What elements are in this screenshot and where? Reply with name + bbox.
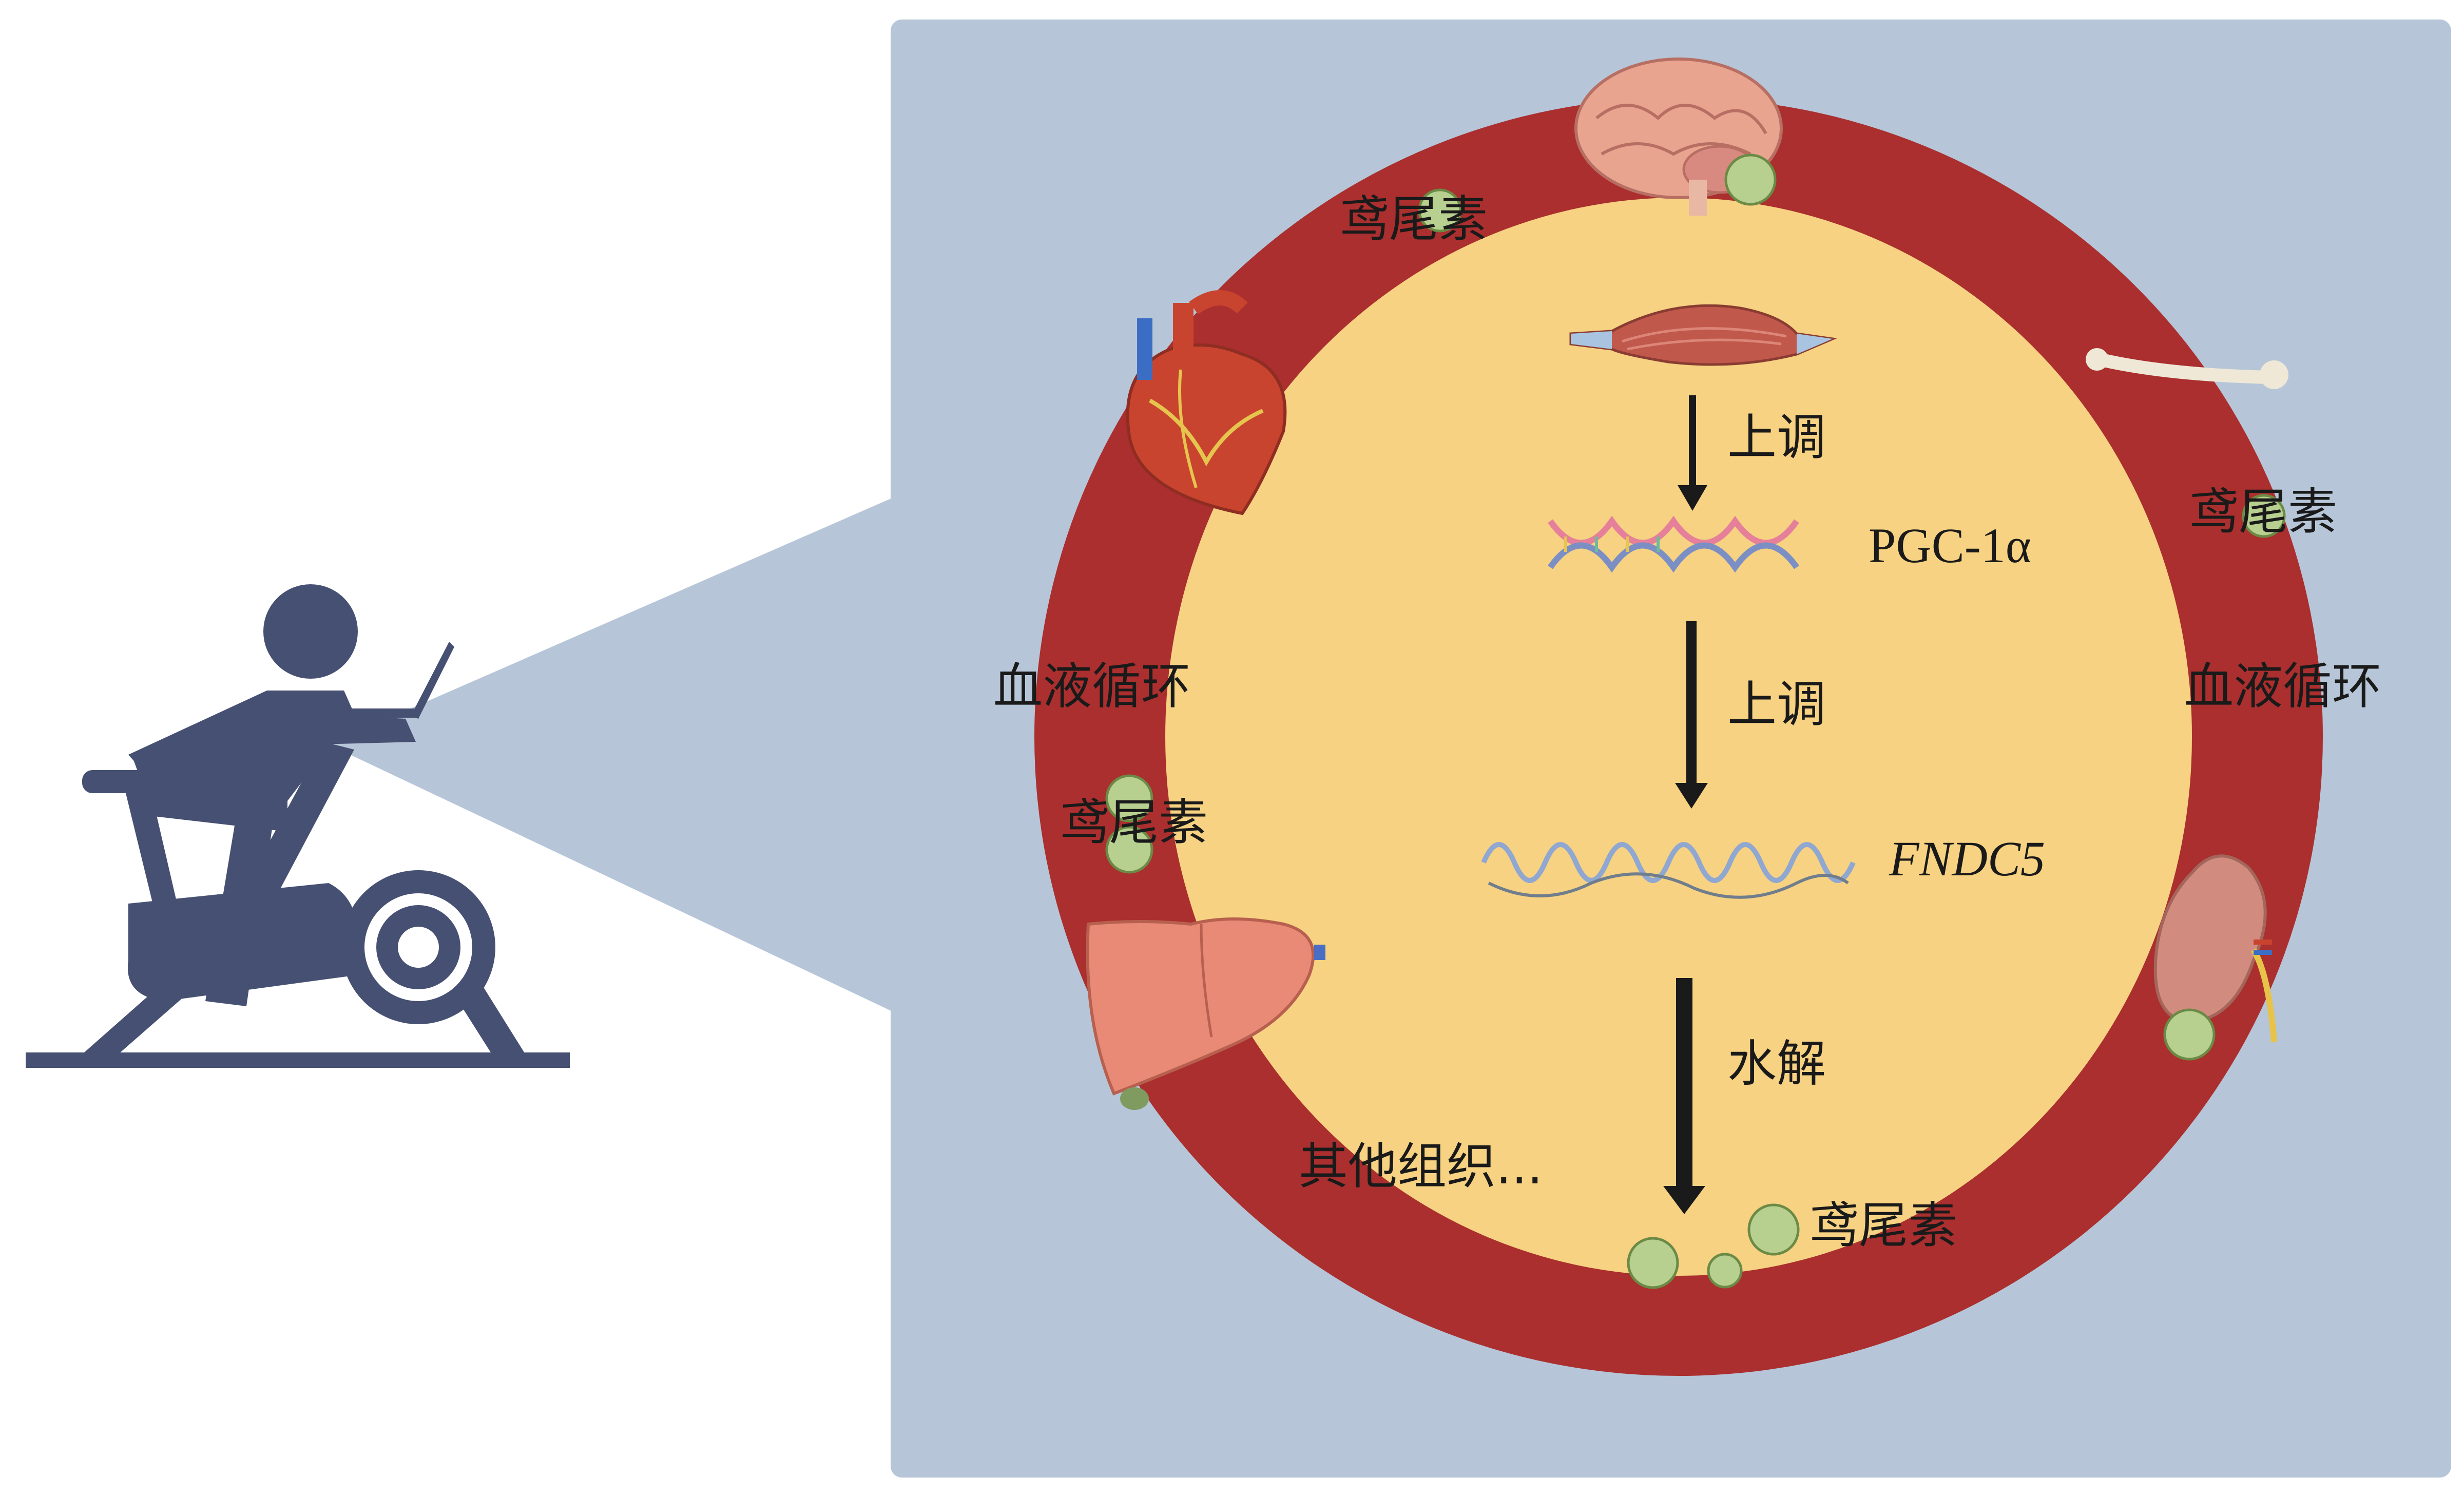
irisin-particle (1747, 1203, 1800, 1256)
irisin-particle (1418, 188, 1462, 233)
circulation-label-right: 血液循环 (2184, 658, 2381, 715)
heart-icon (1126, 290, 1287, 515)
pgc1a-label: PGC-1α (1869, 518, 2031, 573)
irisin-particle (1724, 154, 1777, 206)
irisin-label-top: 鸢尾素 (1340, 190, 1488, 248)
irisin-label-bottom: 鸢尾素 (1810, 1197, 1957, 1254)
other-tissues-label: 其他组织... (1299, 1138, 1543, 1195)
dna-helix-icon (1548, 515, 1799, 573)
upregulate-label-2: 上调 (1727, 676, 1826, 733)
irisin-particle (1707, 1253, 1743, 1289)
hydrolysis-arrow (1663, 978, 1705, 1214)
irisin-label-right: 鸢尾素 (2189, 483, 2337, 541)
liver-icon (1086, 917, 1325, 1110)
irisin-particle (2163, 1008, 2216, 1061)
irisin-particle (1627, 1237, 1679, 1289)
upregulate-label-1: 上调 (1727, 409, 1826, 466)
bone-icon (2086, 348, 2288, 389)
muscle-icon (1569, 304, 1838, 366)
irisin-particle (2242, 494, 2286, 538)
kidney-icon (2153, 854, 2277, 1043)
athlete-head-icon (263, 584, 358, 679)
irisin-particle (1105, 774, 1153, 822)
exercise-bike-icon (26, 584, 570, 1068)
tissue-core (1165, 198, 2192, 1276)
circulation-label-left: 血液循环 (993, 658, 1190, 715)
irisin-particle (1105, 826, 1153, 874)
hydrolysis-label: 水解 (1727, 1035, 1826, 1092)
upregulate-arrow-1 (1678, 395, 1707, 511)
projection-cone (329, 498, 892, 1011)
upregulate-arrow-2 (1675, 621, 1708, 809)
irisin-label-left: 鸢尾素 (1060, 794, 1208, 851)
irisin-particles (1105, 154, 2286, 1289)
fndc5-protein-icon (1481, 842, 1856, 899)
fndc5-label: FNDC5 (1889, 831, 2045, 886)
